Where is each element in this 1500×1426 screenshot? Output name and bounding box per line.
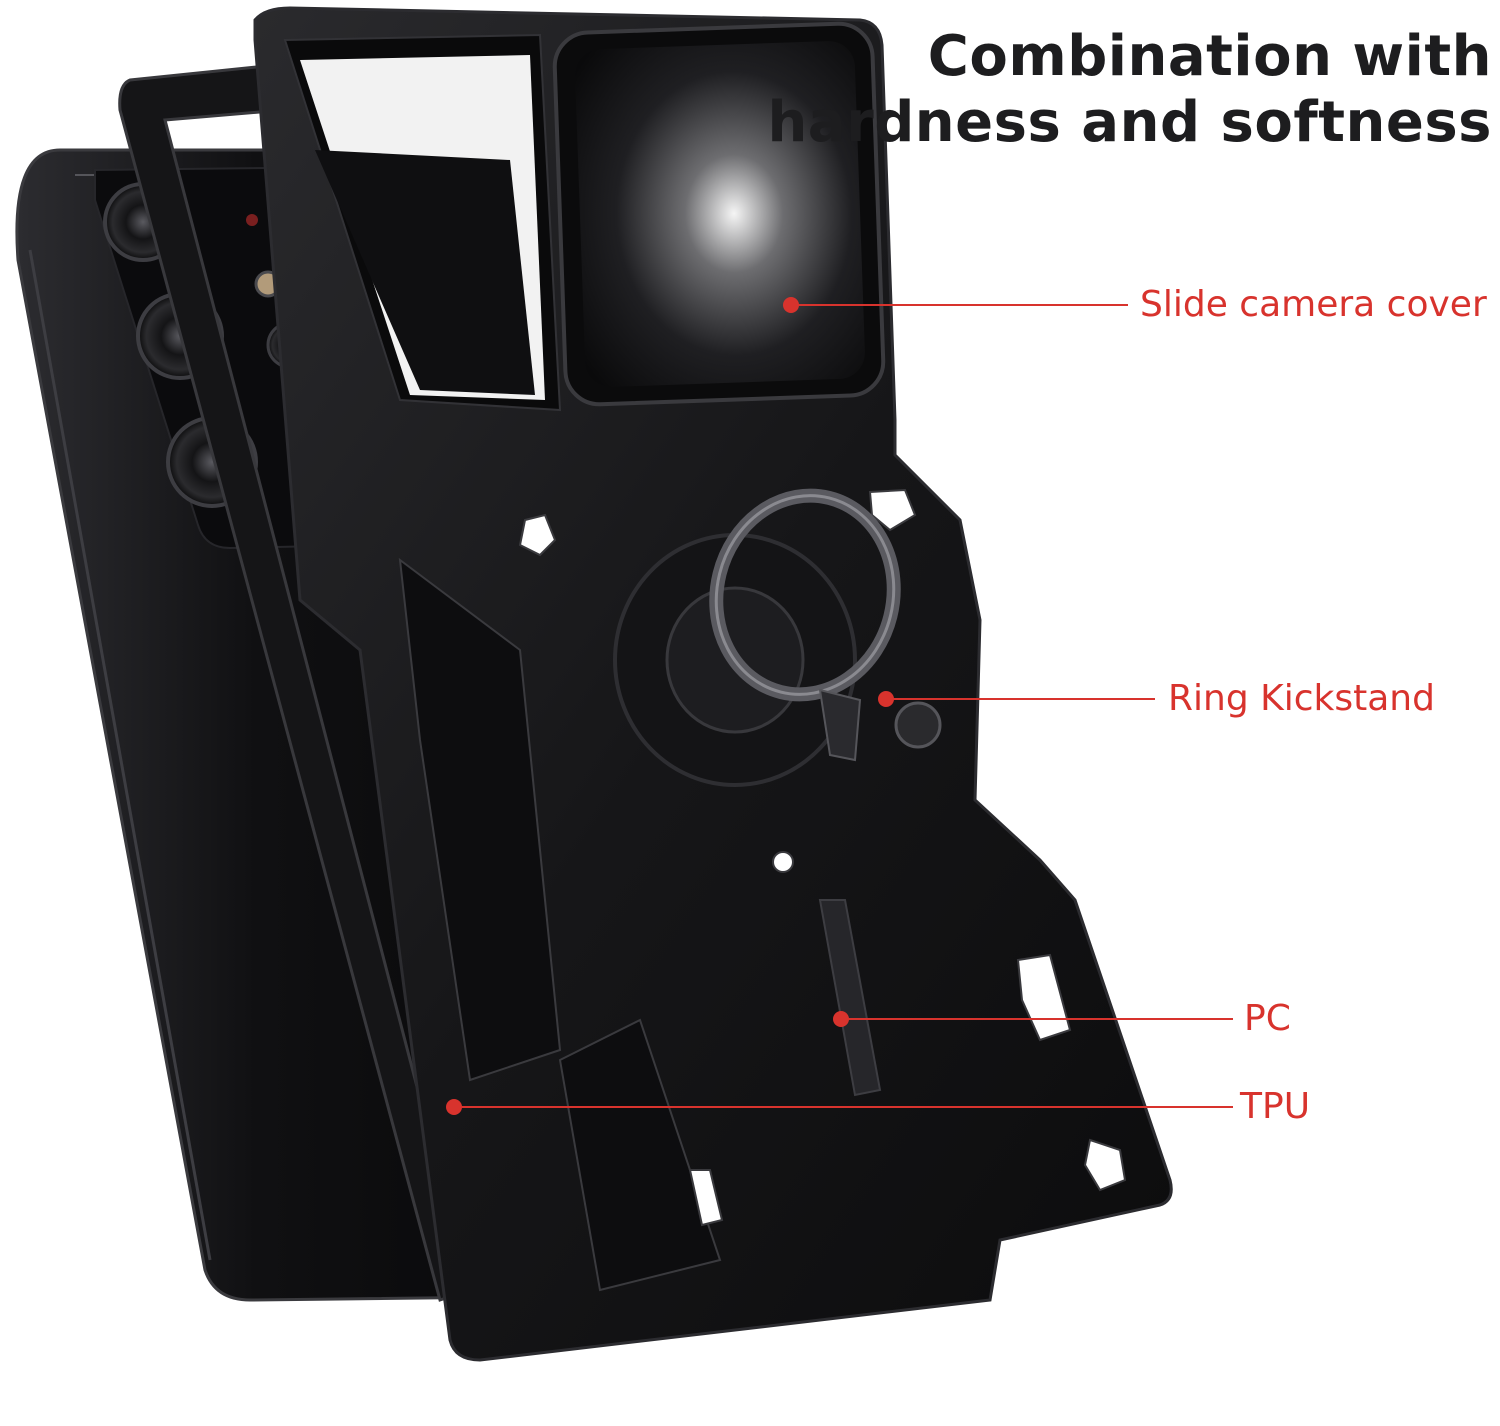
callout-lines [446, 297, 1233, 1115]
ring-kickstand-icon [613, 488, 942, 787]
sensor-icon [246, 214, 258, 226]
callout-pc: PC [1244, 998, 1291, 1039]
headline-line-1: Combination with [927, 24, 1492, 89]
callout-dot-icon [446, 1099, 462, 1115]
callout-tpu: TPU [1240, 1086, 1311, 1127]
callout-slide-camera-cover: Slide camera cover [1140, 284, 1487, 325]
callout-dot-icon [878, 691, 894, 707]
headline-line-2: hardness and softness [767, 90, 1492, 155]
callout-ring-kickstand: Ring Kickstand [1168, 678, 1435, 719]
callout-dot-icon [783, 297, 799, 313]
callout-dot-icon [833, 1011, 849, 1027]
headline: Combination with hardness and softness [767, 24, 1492, 156]
